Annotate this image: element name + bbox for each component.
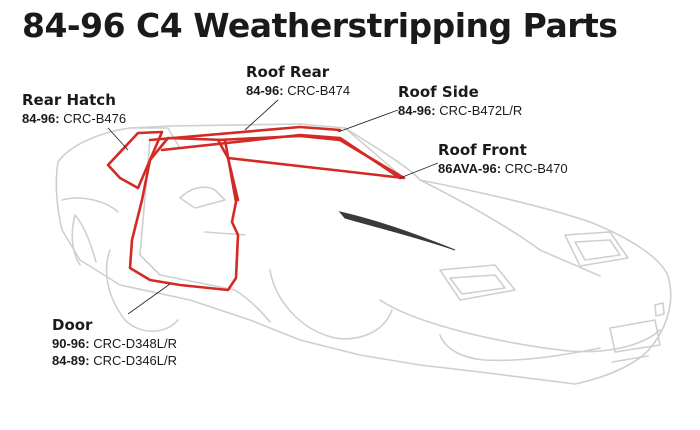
part-line: 84-96: CRC-B472L/R [398,102,522,119]
part-line: 90-96: CRC-D348L/R [52,335,177,352]
part-number: CRC-B470 [504,161,568,176]
part-line: 84-96: CRC-B476 [22,110,126,127]
callout-name: Door [52,316,93,334]
seal-roof-side [160,133,402,180]
callout-name: Roof Rear [246,63,330,81]
callout-door: Door 90-96: CRC-D348L/R 84-89: CRC-D346L… [52,315,177,369]
callout-rear-hatch: Rear Hatch 84-96: CRC-B476 [22,90,126,127]
part-years: 86AVA-96: [438,161,502,176]
part-number: CRC-B472L/R [439,103,523,118]
car-outline [55,123,672,385]
part-line: 86AVA-96: CRC-B470 [438,160,568,177]
leader-door [127,283,171,315]
seal-roof-rear [148,125,342,142]
part-years: 84-96: [398,103,436,118]
hood-vent [338,211,456,251]
callout-roof-side: Roof Side 84-96: CRC-B472L/R [398,82,522,119]
callout-name: Roof Side [398,83,479,101]
seal-door [128,136,240,292]
part-years: 84-96: [246,83,284,98]
callout-name: Rear Hatch [22,91,116,109]
part-line: 84-96: CRC-B474 [246,82,350,99]
part-years: 90-96: [52,336,90,351]
part-number: CRC-D348L/R [93,336,178,351]
part-number: CRC-D346L/R [93,353,178,368]
callout-roof-rear: Roof Rear 84-96: CRC-B474 [246,62,350,99]
leader-roof-front [399,162,439,179]
part-years: 84-96: [22,111,60,126]
part-number: CRC-B474 [287,83,351,98]
seal-roof-front [216,134,406,180]
leader-roof-side [337,109,399,133]
leader-rear-hatch [107,127,129,151]
part-years: 84-89: [52,353,90,368]
part-number: CRC-B476 [63,111,127,126]
leader-roof-rear [244,99,279,131]
page-title: 84-96 C4 Weatherstripping Parts [22,6,618,45]
callout-name: Roof Front [438,141,527,159]
callout-roof-front: Roof Front 86AVA-96: CRC-B470 [438,140,568,177]
part-line: 84-89: CRC-D346L/R [52,352,177,369]
